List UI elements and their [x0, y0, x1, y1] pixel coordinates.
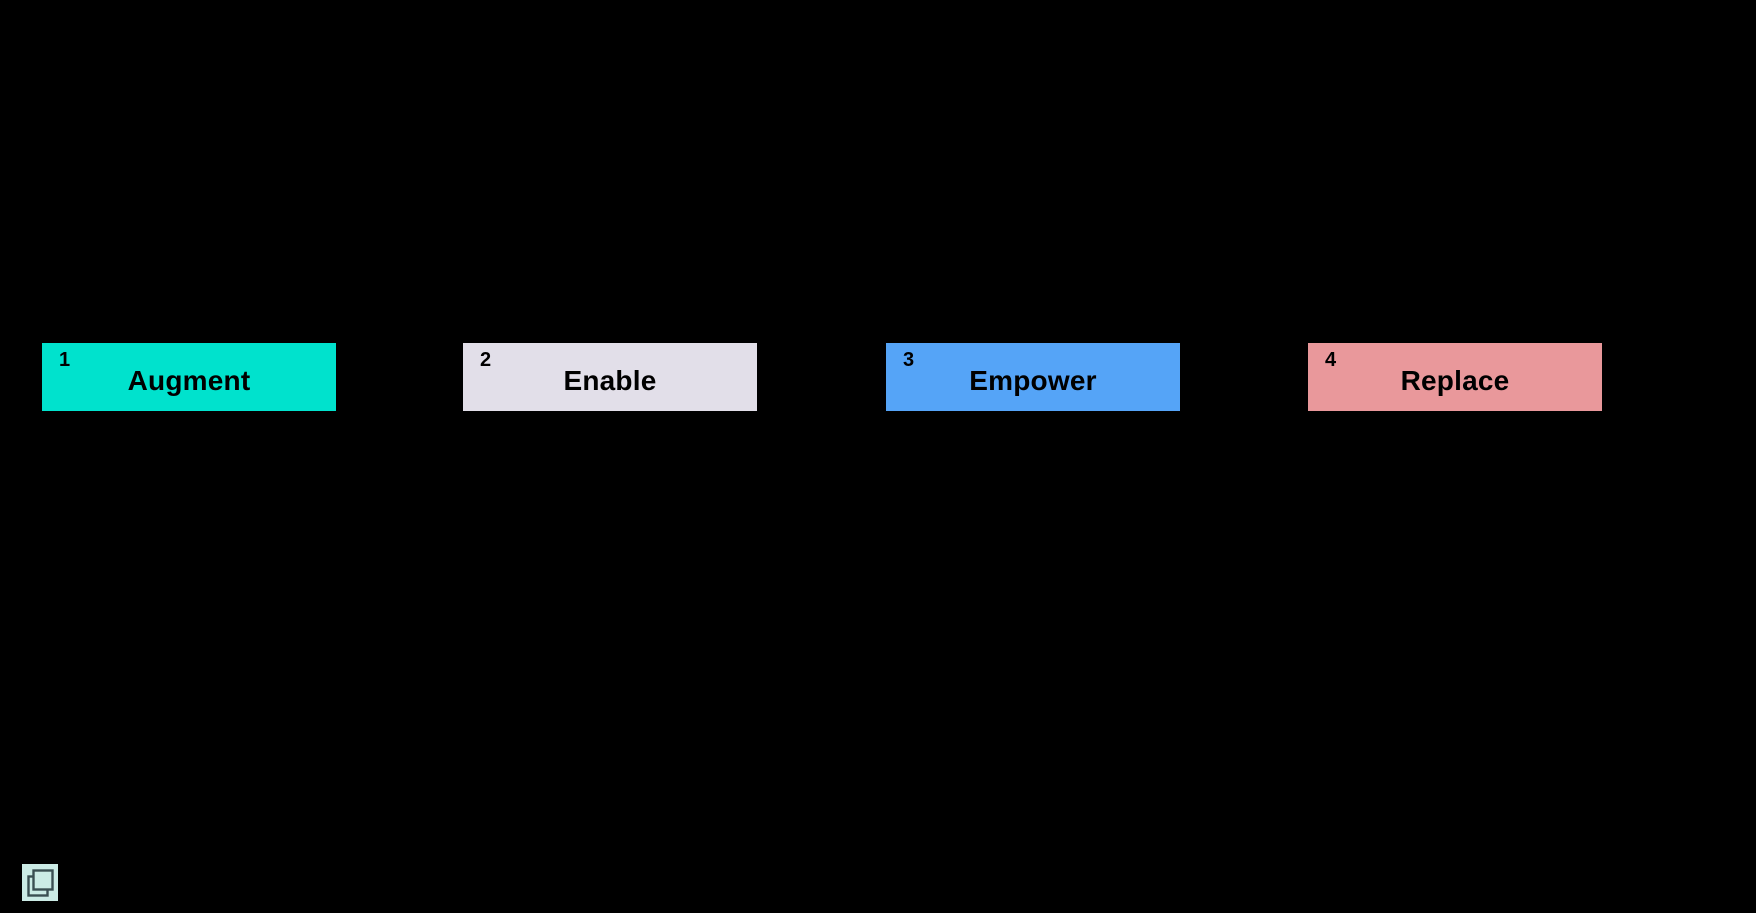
- step-label: Enable: [563, 365, 657, 396]
- pages-icon: [27, 869, 54, 897]
- step-number: 1: [59, 349, 71, 371]
- step-box-replace: 4 Replace: [1308, 343, 1602, 411]
- step-label: Empower: [969, 365, 1097, 396]
- step-number: 3: [903, 349, 915, 371]
- step-box-augment: 1 Augment: [42, 343, 336, 411]
- pages-icon-front-square: [32, 869, 54, 891]
- step-number: 4: [1325, 349, 1337, 371]
- step-label: Replace: [1400, 365, 1510, 396]
- step-box-empower: 3 Empower: [886, 343, 1180, 411]
- step-box-enable: 2 Enable: [463, 343, 757, 411]
- step-number: 2: [480, 349, 492, 371]
- step-label: Augment: [127, 365, 251, 396]
- pages-button[interactable]: [22, 864, 58, 901]
